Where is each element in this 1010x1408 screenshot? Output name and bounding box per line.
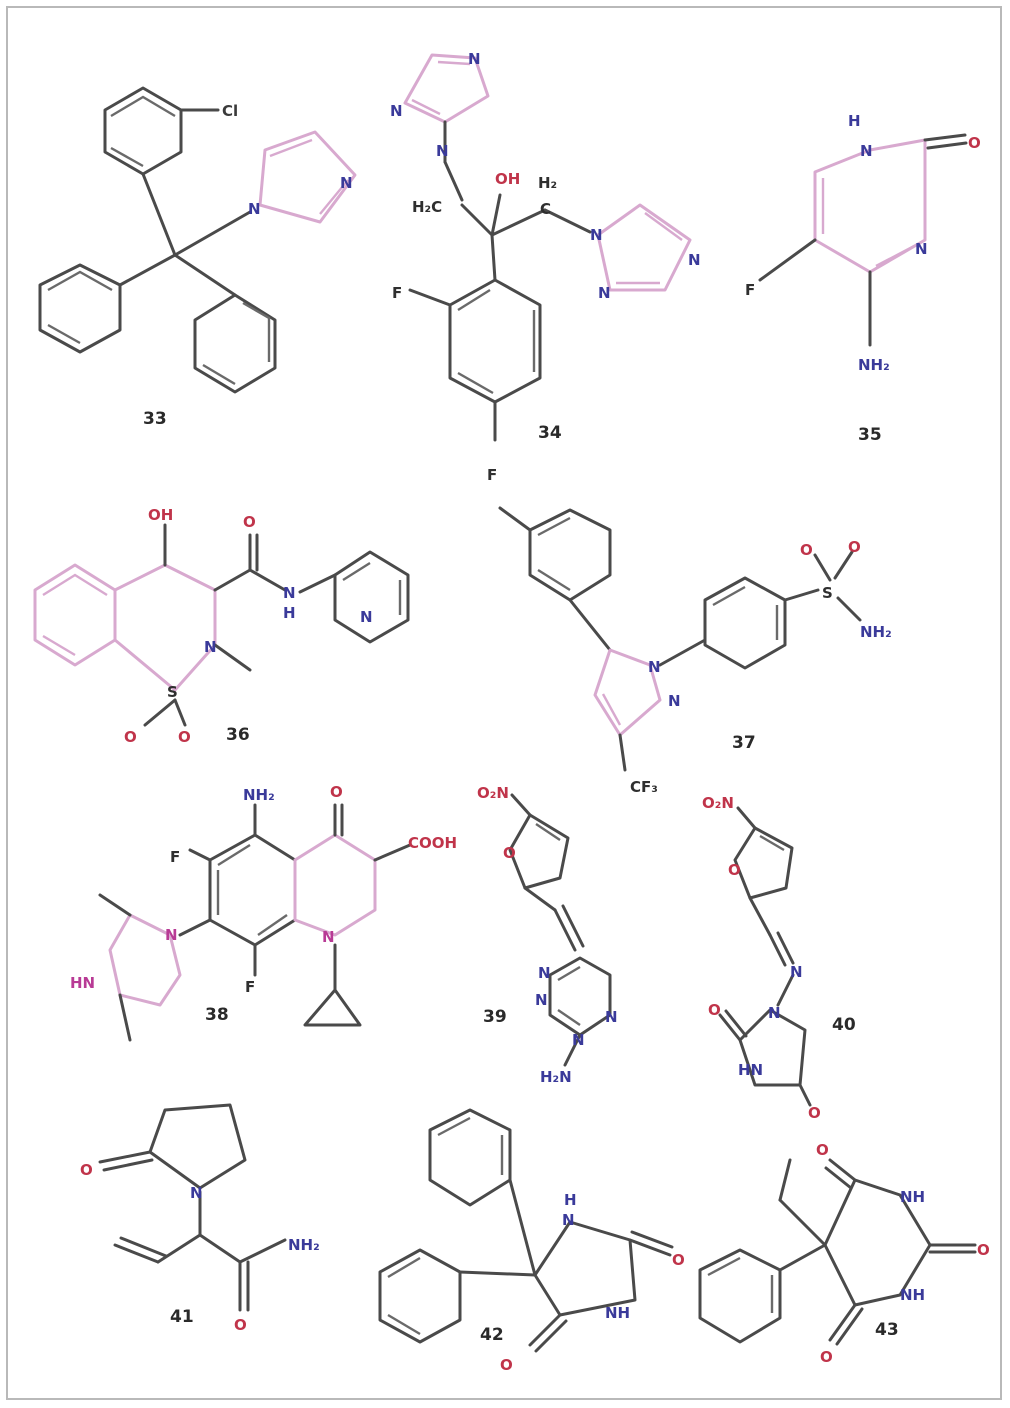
compound-label-36: 36 [226,725,250,745]
atom-o: O [820,1348,833,1366]
compound-label-41: 41 [170,1307,194,1327]
atom-s: S [167,683,178,701]
atom-n: N [538,964,551,982]
atom-n: N [468,50,481,68]
atom-n: N [322,928,335,946]
atom-o: O [178,728,191,746]
compound-label-39: 39 [483,1007,507,1027]
atom-n: N [248,200,261,218]
atom-n: N [688,251,701,269]
atom-n: N [668,692,681,710]
atom-nh2: NH₂ [860,623,892,641]
atom-n: N [340,174,353,192]
atom-n-pyridine: N [360,608,373,626]
atom-nh: NH [605,1304,630,1322]
compound-label-40: 40 [832,1015,856,1035]
atom-nh2: NH₂ [243,786,275,804]
atom-h2n: H₂N [540,1068,572,1086]
atom-n: N [915,240,928,258]
atom-o: O [728,861,741,879]
atom-o: O [708,1001,721,1019]
atom-n: N [562,1211,575,1229]
atom-o: O [800,541,813,559]
atom-o: O [500,1356,513,1374]
compound-43: O NH O NH O 43 [698,1141,990,1366]
atom-c: C [540,200,551,218]
compound-39: O₂N O N N N N H₂N 39 [477,784,618,1086]
atom-f: F [392,284,402,302]
figure-frame [6,6,1002,1400]
atom-n: N [165,926,178,944]
atom-nh2: NH₂ [288,1236,320,1254]
atom-h: H [564,1191,577,1209]
atom-n: N [190,1184,203,1202]
atom-nh2: NH₂ [858,356,890,374]
atom-n: N [390,102,403,120]
atom-nh: NH [900,1286,925,1304]
atom-n: N [605,1008,618,1026]
atom-o: O [234,1316,247,1334]
compound-label-34: 34 [538,423,562,443]
compound-42: N H O NH O 42 [378,1108,685,1374]
atom-o: O [848,538,861,556]
compound-label-42: 42 [480,1325,504,1345]
atom-n: N [598,284,611,302]
atom-o: O [968,134,981,152]
compound-label-43: 43 [875,1320,899,1340]
compound-38: NH₂ O COOH F F N N HN 38 [70,783,457,1042]
atom-f: F [170,848,180,866]
compound-label-37: 37 [732,733,756,753]
atom-h2c: H₂C [412,198,442,216]
atom-n: N [204,638,217,656]
atom-o: O [503,844,516,862]
atom-nh: NH [900,1188,925,1206]
atom-o: O [977,1241,990,1259]
atom-n: N [768,1004,781,1022]
compound-40: O₂N O N N O HN O 40 [702,794,856,1122]
atom-o: O [80,1161,93,1179]
atom-n: N [572,1031,585,1049]
atom-ch2: H₂ [538,174,557,192]
atom-n: N [860,142,873,160]
atom-o: O [672,1251,685,1269]
compound-label-33: 33 [143,409,167,429]
atom-o: O [330,783,343,801]
atom-cl: Cl [222,102,238,120]
atom-oh: OH [148,506,173,524]
atom-o: O [816,1141,829,1159]
atom-f: F [245,978,255,996]
atom-n: N [283,584,296,602]
atom-n: N [436,142,449,160]
atom-n: N [648,658,661,676]
atom-o: O [243,513,256,531]
atom-n: N [535,991,548,1009]
compound-34: N N N H₂C OH H₂ C N N N F F 34 [390,50,701,484]
compound-36: OH O N H N N S O O 36 [33,506,410,746]
atom-s: S [822,584,833,602]
compound-35: H N O N F NH₂ 35 [745,112,981,445]
atom-oh: OH [495,170,520,188]
atom-h: H [283,604,296,622]
atom-hn: HN [738,1061,763,1079]
atom-o: O [808,1104,821,1122]
atom-n: N [790,963,803,981]
atom-cooh: COOH [408,834,457,852]
atom-cf3: CF₃ [630,778,658,796]
compound-label-35: 35 [858,425,882,445]
atom-n: N [590,226,603,244]
compound-label-38: 38 [205,1005,229,1025]
compound-41: O N NH₂ O 41 [80,1103,320,1334]
compound-37: O O S NH₂ N N CF₃ 37 [498,506,892,796]
atom-hn: HN [70,974,95,992]
atom-f: F [745,281,755,299]
atom-o2n: O₂N [477,784,509,802]
atom-o2n: O₂N [702,794,734,812]
atom-o: O [124,728,137,746]
atom-f: F [487,466,497,484]
compound-33: Cl N N 33 [38,86,357,429]
atom-nh: H [848,112,861,130]
